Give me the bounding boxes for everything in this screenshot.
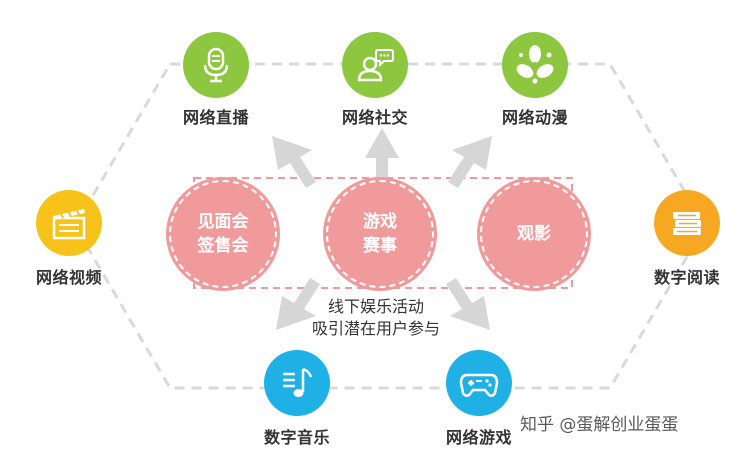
chat-person-icon [342, 32, 408, 98]
arrows [272, 128, 492, 330]
node-label-game: 网络游戏 [445, 428, 512, 447]
offline-activities-caption: 线下娱乐活动 吸引潜在用户参与 [311, 297, 440, 338]
node-label-live: 网络直播 [182, 108, 249, 127]
event-signing-circle: 见面会 签售会 [169, 180, 277, 288]
node-label-anime: 网络动漫 [501, 108, 568, 127]
books-icon [654, 190, 720, 256]
source-watermark: 知乎 @蛋解创业蛋蛋 [520, 415, 679, 435]
arrow-to-social [365, 128, 399, 182]
node-label-video: 网络视频 [35, 268, 102, 287]
pinwheel-icon [502, 32, 568, 98]
music-note-icon [264, 350, 330, 416]
event-esports-circle: 游戏 赛事 [326, 180, 434, 288]
arrow-to-music [276, 278, 320, 330]
event-movie-circle: 观影 [480, 180, 588, 288]
microphone-icon [183, 32, 249, 98]
arrow-to-game [446, 278, 490, 330]
gamepad-icon [446, 350, 512, 416]
node-label-social: 网络社交 [341, 108, 408, 127]
arrow-to-anime [448, 136, 492, 188]
clapperboard-icon [36, 190, 102, 256]
node-label-reading: 数字阅读 [653, 268, 720, 287]
arrow-to-live [272, 136, 316, 188]
node-label-music: 数字音乐 [263, 428, 330, 447]
